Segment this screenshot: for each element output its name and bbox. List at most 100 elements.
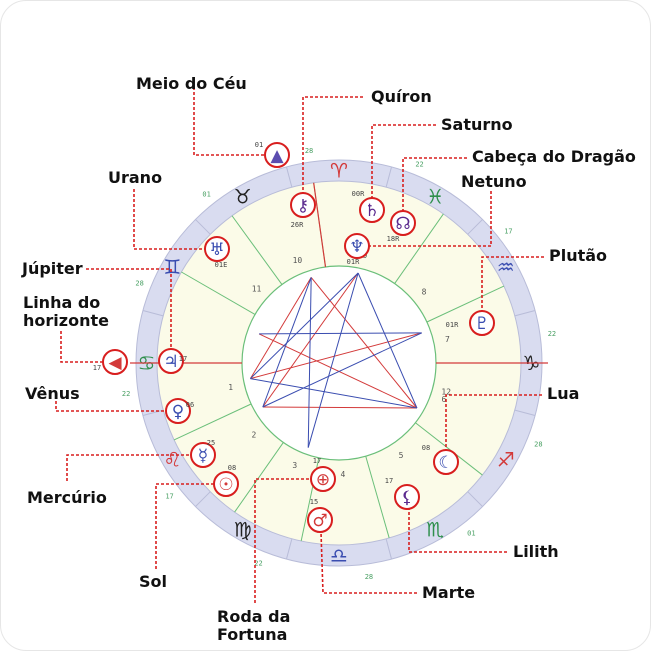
sign-divider [142,309,164,317]
sign-glyph-gemini: ♊ [163,255,181,279]
house-number: 7 [445,335,450,344]
callout-label-meio-do-ceu: Meio do Céu [136,74,247,93]
sign-divider [195,219,211,235]
mc-line [313,182,327,268]
sign-divider [285,166,293,188]
callout-label-lua: Lua [547,384,580,403]
marker-ring-mercurio [190,442,216,468]
meio-do-ceu-icon: ▲ [270,146,284,166]
leader-line-lua [445,394,542,450]
sign-divider [385,166,393,188]
marker-ring-marte [307,507,333,533]
sign-glyph-libra: ♎ [330,544,348,568]
sign-divider [285,538,293,560]
sol-icon: ☉ [218,475,233,495]
degree-label-meio-do-ceu: 01 [255,141,263,149]
degree-label-plutao: 01R [446,321,459,329]
leader-line-cabeca-do-dragao [402,157,467,211]
callout-label-jupiter: Júpiter [22,259,83,278]
sign-divider [514,309,536,317]
house-number: 6 [442,395,447,404]
sign-glyph-sagittarius: ♐ [497,447,515,471]
aspect-line [357,272,418,409]
band-degree-label: 22 [415,161,423,169]
aspect-line [250,332,422,380]
lua-icon: ☾ [438,453,453,473]
leader-line-saturno [371,124,436,198]
band-degree-label: 01 [202,191,210,199]
callout-label-sol: Sol [139,572,167,591]
callout-label-venus: Vênus [25,384,80,403]
callout-label-mercurio: Mercúrio [27,488,107,507]
degree-label-marte: 15 [310,498,318,506]
aspect-line [250,272,359,379]
leader-line-sol [155,483,214,569]
degree-label-netuno: 01R [347,258,360,266]
degree-label-linha-do-horizonte: 17 [93,364,101,372]
callout-label-cabeca-do-dragao: Cabeça do Dragão [472,147,636,166]
leader-line-quiron [302,96,363,193]
aspect-circle [241,265,437,461]
degree-label-saturno: 00R [352,190,365,198]
band-degree-label: 28 [305,147,313,155]
house-cusp [365,456,390,539]
degree-label-mercurio: 25 [207,439,215,447]
band-degree-label: 01 [467,529,475,537]
urano-icon: ♅ [209,240,224,260]
sign-divider [514,409,536,417]
degree-label-urano: 01E [215,261,228,269]
cabeca-do-dragao-icon: ☊ [395,214,410,234]
house-cusp [394,213,444,284]
house-number: 5 [399,451,404,460]
roda-da-fortuna-icon: ⊕ [316,470,330,490]
leader-line-marte [320,531,417,594]
house-number: 8 [422,288,427,297]
house-cusp [181,271,256,315]
lilith-icon: ⚸ [401,488,413,508]
leader-line-venus [55,396,166,412]
house-number: 4 [340,470,345,479]
aspect-line [249,277,312,379]
house-number: 3 [292,461,297,470]
marte-icon: ♂ [312,511,327,531]
callout-label-plutao: Plutão [549,246,608,265]
degree-label-jupiter: 17 [179,355,187,363]
leader-line-netuno [369,191,492,247]
callout-label-saturno: Saturno [441,115,513,134]
band-degree-label: 22 [254,559,262,567]
netuno-icon: ♆ [349,237,364,257]
leader-line-roda-da-fortuna [254,478,311,603]
quiron-icon: ⚷ [297,196,309,216]
sign-glyph-scorpio: ♏ [426,518,444,542]
degree-label-quiron: 26R [291,221,304,229]
sign-glyph-aries: ♈ [330,159,348,183]
jupiter-icon: ♃ [163,352,178,372]
band-degree-label: 17 [165,492,173,500]
leader-line-linha-do-horizonte [60,331,103,363]
marker-ring-jupiter [158,348,184,374]
callout-label-netuno: Netuno [461,172,527,191]
callout-label-marte: Marte [422,583,476,602]
degree-label-roda-da-fortuna: 17 [313,457,321,465]
aspect-line [250,378,418,409]
band-degree-label: 22 [548,330,556,338]
callout-label-lilith: Lilith [513,542,559,561]
marker-ring-roda-da-fortuna [310,466,336,492]
callout-label-quiron: Quíron [371,87,432,106]
band-degree-label: 22 [122,390,130,398]
sign-glyph-taurus: ♉ [234,184,252,208]
plutao-icon: ♇ [474,314,489,334]
house-cusp [415,422,483,476]
aspect-line [310,277,418,409]
house-number: 2 [252,430,257,439]
sign-divider [195,491,211,507]
degree-label-lua: 08 [422,444,430,452]
degree-label-lilith: 17 [385,477,393,485]
aspect-line [307,272,359,448]
leader-line-plutao [481,256,544,311]
band-degree-label: 28 [365,573,373,581]
sign-glyph-virgo: ♍ [234,518,252,542]
marker-ring-meio-do-ceu [264,142,290,168]
